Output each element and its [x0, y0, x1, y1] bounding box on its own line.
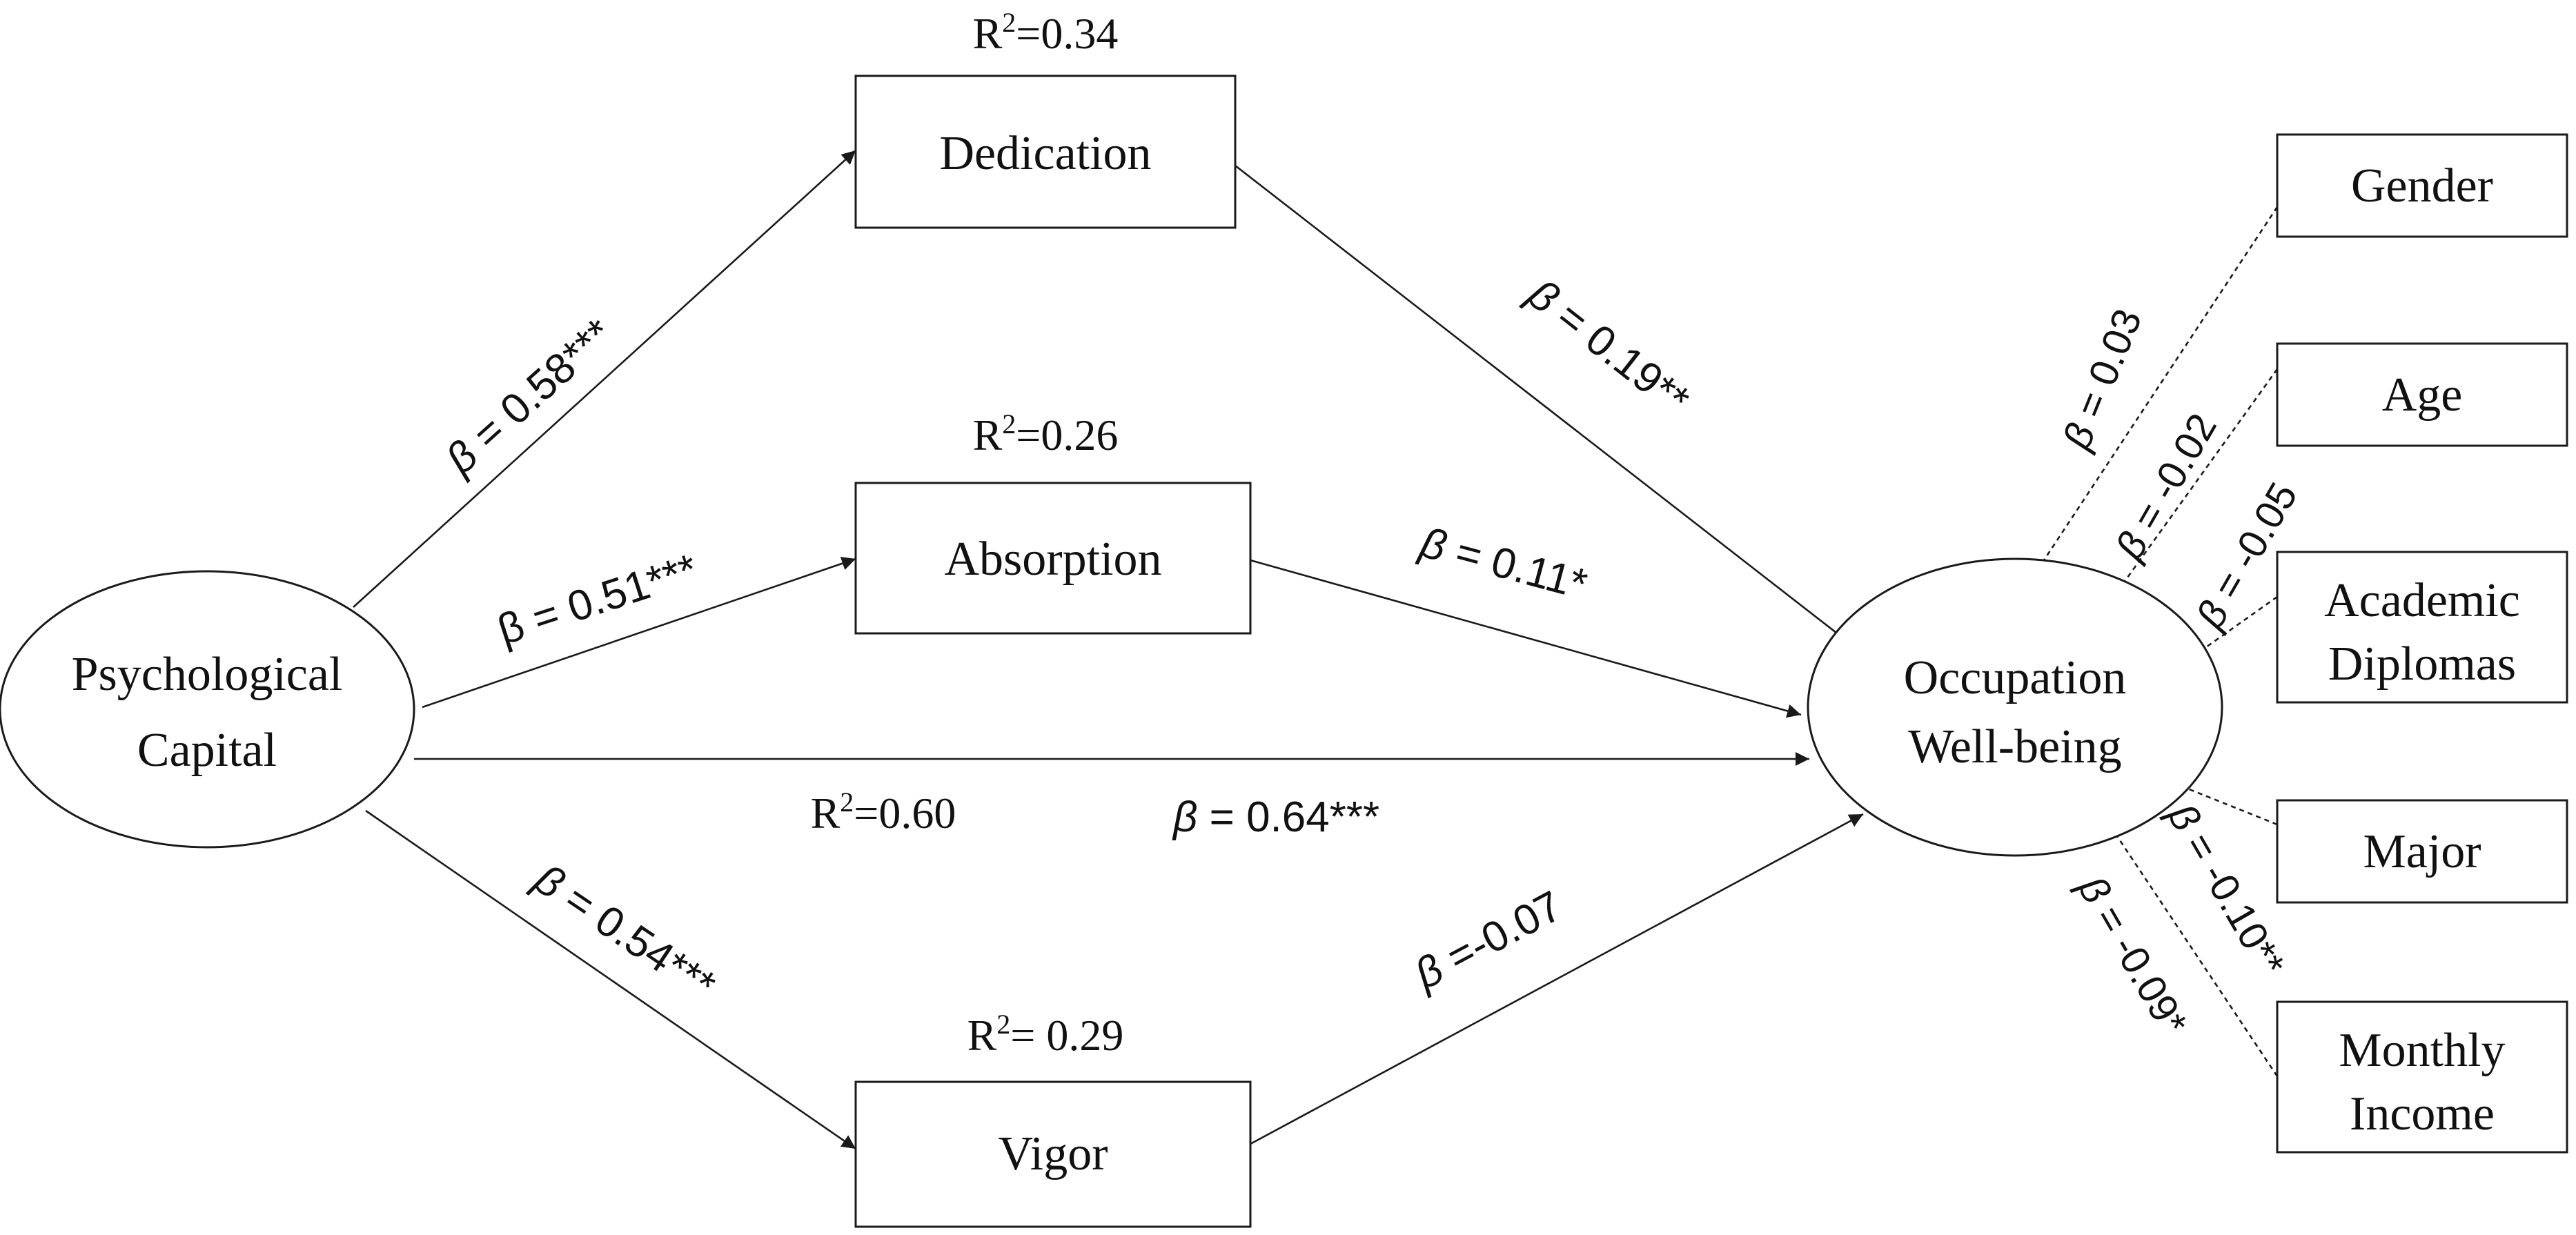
node-major: Major — [2276, 799, 2568, 904]
coef-age-to-occupation: β = -0.02 — [2106, 406, 2225, 569]
node-dedication-label: Dedication — [939, 127, 1151, 180]
node-psychological-capital-line2: Capital — [137, 724, 277, 777]
node-absorption-label: Absorption — [945, 533, 1162, 586]
edge-pc-to-vigor — [365, 809, 856, 1150]
r2-absorption: R2=0.26 — [973, 408, 1119, 460]
node-vigor-label: Vigor — [998, 1127, 1108, 1180]
node-major-label: Major — [2363, 825, 2481, 878]
coef-dedication-to-occupation: β = 0.19** — [1518, 269, 1698, 424]
r2-dedication: R2=0.34 — [973, 7, 1119, 58]
node-occupation-line2: Well-being — [1908, 720, 2121, 773]
coef-pc-to-dedication: β = 0.58*** — [436, 310, 622, 484]
coef-gender-to-occupation: β = 0.03 — [2054, 303, 2150, 457]
edge-vigor-to-occupation — [1250, 813, 1864, 1145]
edge-major-to-occupation — [2139, 768, 2278, 826]
r2-vigor: R2= 0.29 — [967, 1009, 1124, 1060]
node-absorption: Absorption — [854, 482, 1252, 635]
node-diplomas-line1: Academic — [2324, 574, 2520, 627]
node-dedication: Dedication — [854, 75, 1237, 229]
node-income-line2: Income — [2350, 1087, 2495, 1140]
edge-dedication-to-occupation — [1235, 164, 1856, 649]
node-psychological-capital-line1: Psychological — [72, 648, 343, 701]
edge-diplomas-to-occupation — [2194, 595, 2278, 657]
node-occupation-line1: Occupation — [1904, 651, 2127, 704]
edge-absorption-to-occupation — [1250, 559, 1802, 718]
edge-gender-to-occupation — [2034, 206, 2279, 573]
coef-pc-to-absorption: β = 0.51*** — [492, 545, 703, 654]
node-occupation-wellbeing: Occupation Well-being — [1807, 557, 2223, 857]
node-gender: Gender — [2276, 133, 2568, 238]
node-psychological-capital: Psychological Capital — [0, 570, 415, 849]
node-diplomas-line2: Diplomas — [2328, 638, 2516, 691]
node-income-line1: Monthly — [2339, 1024, 2505, 1077]
node-vigor: Vigor — [854, 1080, 1252, 1228]
coef-pc-to-occupation: β = 0.64*** — [1172, 793, 1379, 841]
node-age-label: Age — [2382, 368, 2463, 422]
edge-pc-to-dedication — [353, 150, 856, 608]
coef-absorption-to-occupation: β = 0.11* — [1414, 518, 1592, 609]
edge-age-to-occupation — [2114, 368, 2279, 595]
node-age: Age — [2276, 342, 2568, 447]
coef-pc-to-vigor: β = 0.54*** — [525, 854, 724, 1010]
coef-income-to-occupation: β = -0.09* — [2069, 867, 2196, 1043]
node-gender-label: Gender — [2351, 159, 2493, 213]
edge-pc-to-absorption — [422, 557, 856, 709]
node-monthly-income: Monthly Income — [2276, 1000, 2568, 1154]
node-academic-diplomas: Academic Diplomas — [2276, 551, 2568, 704]
r2-occupation: R2=0.60 — [811, 787, 956, 838]
coef-vigor-to-occupation: β =-0.07 — [1406, 882, 1569, 999]
